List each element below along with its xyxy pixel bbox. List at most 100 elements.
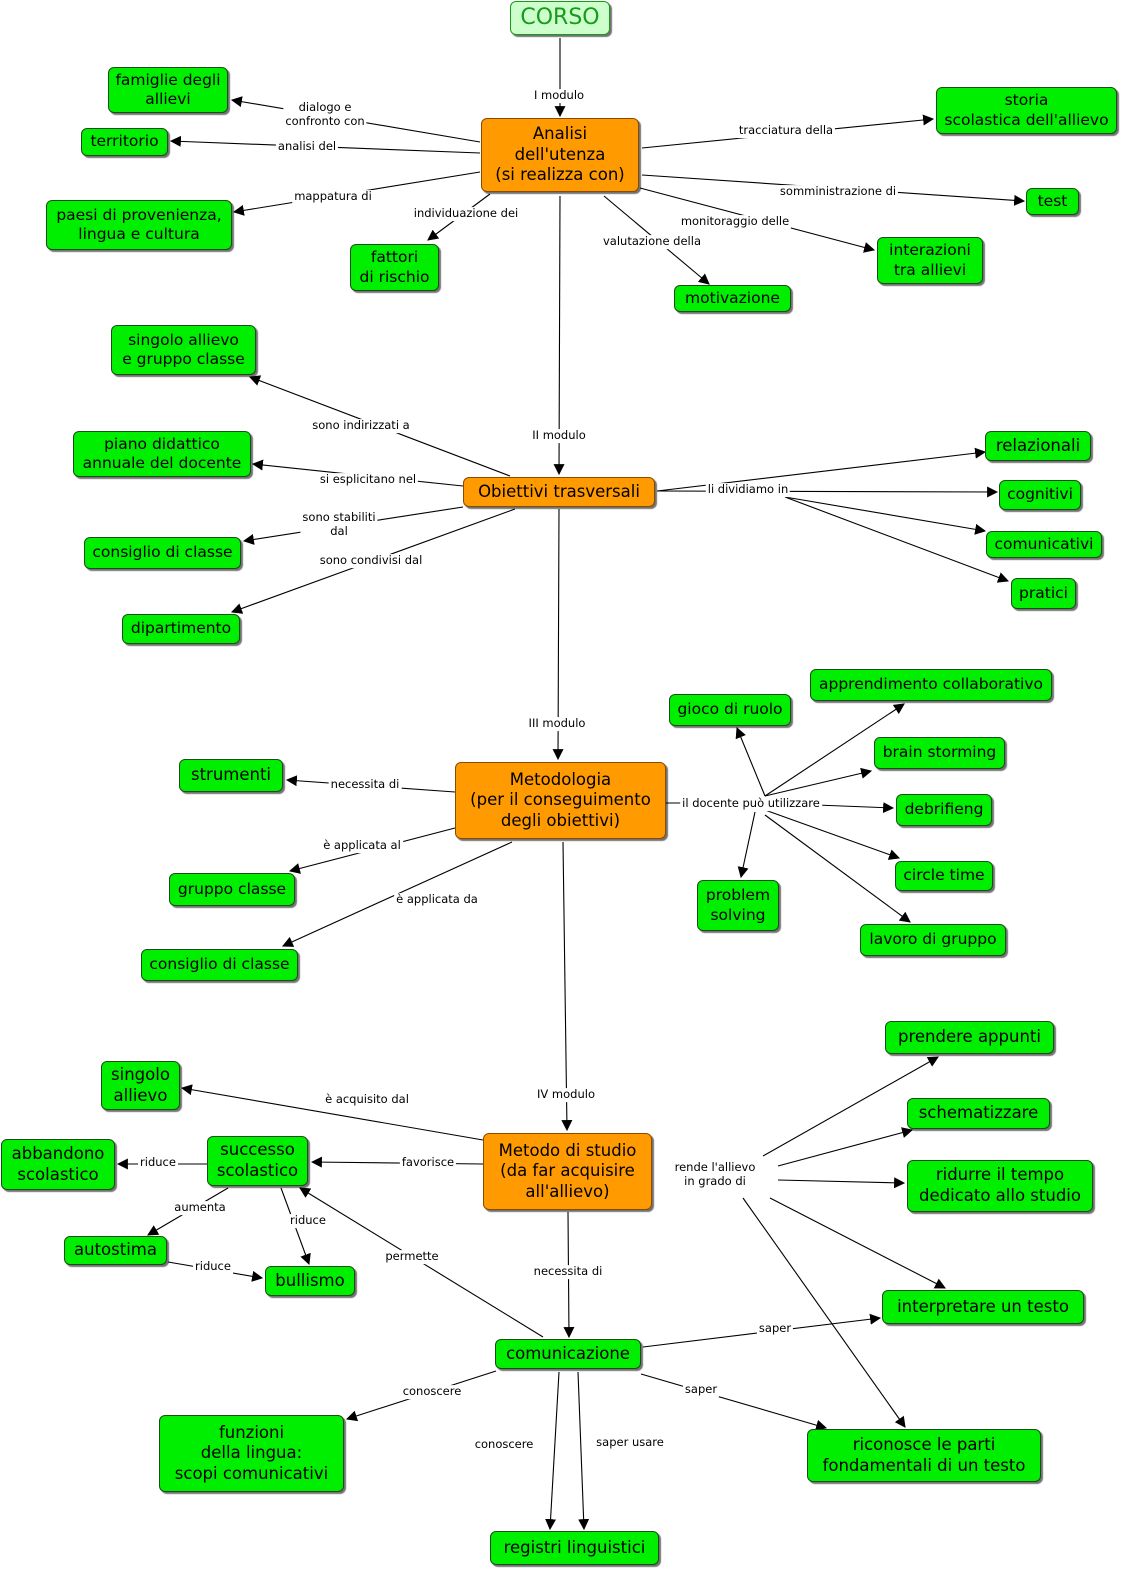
node-apprendimento[interactable]: apprendimento collaborativo — [810, 669, 1052, 701]
node-singolo-allievo[interactable]: singolo allievo — [101, 1061, 180, 1110]
edge-docente-gioco — [735, 726, 766, 797]
node-corso[interactable]: CORSO — [510, 1, 610, 35]
node-singolo-gruppo[interactable]: singolo allievo e gruppo classe — [111, 325, 256, 375]
edge-metodo-ridurre — [777, 1177, 906, 1189]
edge-dividiamo-comunicativi — [784, 496, 987, 535]
node-comunicativi[interactable]: comunicativi — [986, 531, 1102, 558]
link-label-monitoraggio: monitoraggio delle — [678, 214, 792, 229]
edge-metodo-interpretare — [769, 1197, 946, 1289]
link-label-permette: permette — [383, 1249, 441, 1264]
node-funzioni-lingua[interactable]: funzioni della lingua: scopi comunicativ… — [159, 1415, 344, 1492]
node-successo-scolastico[interactable]: successo scolastico — [207, 1136, 308, 1186]
node-strumenti[interactable]: strumenti — [179, 759, 283, 792]
link-label-dialogo: dialogo e confronto con — [283, 100, 367, 129]
edge-metodologia-metodo — [561, 841, 573, 1132]
node-gruppo-classe[interactable]: gruppo classe — [169, 873, 295, 906]
node-bullismo[interactable]: bullismo — [265, 1266, 355, 1296]
node-comunicazione[interactable]: comunicazione — [495, 1339, 641, 1369]
link-label-riduce-autostima: riduce — [193, 1259, 233, 1274]
edge-metodo-singolo — [180, 1084, 484, 1141]
link-label-valutazione: valutazione della — [601, 234, 703, 249]
node-autostima[interactable]: autostima — [64, 1236, 167, 1265]
node-cognitivi[interactable]: cognitivi — [999, 480, 1081, 510]
node-storia[interactable]: storia scolastica dell'allievo — [936, 87, 1117, 134]
node-obiettivi-trasversali[interactable]: Obiettivi trasversali — [463, 477, 655, 507]
node-gioco-ruolo[interactable]: gioco di ruolo — [669, 694, 791, 726]
node-abbandono-scolastico[interactable]: abbandono scolastico — [1, 1139, 115, 1190]
node-pratici[interactable]: pratici — [1011, 578, 1076, 609]
link-label-dividiamo: li dividiamo in — [705, 482, 791, 497]
node-relazionali[interactable]: relazionali — [985, 431, 1091, 461]
node-piano-didattico[interactable]: piano didattico annuale del docente — [73, 431, 251, 477]
link-label-stabiliti: sono stabiliti dal — [300, 510, 378, 539]
link-label-docente: il docente può utilizzare — [680, 796, 822, 811]
link-label-necessita-2: necessita di — [531, 1264, 605, 1279]
link-label-analisi-del: analisi del — [275, 139, 339, 154]
node-dipartimento[interactable]: dipartimento — [122, 614, 240, 644]
edge-comunicazione-registri-2 — [577, 1371, 590, 1531]
link-label-saper-usare: saper usare — [594, 1435, 666, 1450]
node-ridurre-tempo[interactable]: ridurre il tempo dedicato allo studio — [907, 1160, 1093, 1212]
link-label-iv-modulo: IV modulo — [535, 1087, 597, 1102]
link-label-saper-riconosce: saper — [682, 1382, 720, 1397]
edge-metodo-riconosce — [742, 1197, 906, 1428]
node-motivazione[interactable]: motivazione — [674, 285, 791, 312]
node-brain-storming[interactable]: brain storming — [874, 737, 1005, 769]
edge-comunicazione-registri-1 — [545, 1371, 560, 1531]
link-label-conoscere-registri: conoscere — [472, 1437, 536, 1452]
edge-metodo-schematizzare — [777, 1127, 914, 1167]
link-label-applicata-da: è applicata da — [394, 892, 480, 907]
link-label-i-modulo: I modulo — [531, 88, 587, 103]
edge-docente-problem — [737, 811, 756, 879]
link-label-riduce-bullismo: riduce — [288, 1213, 328, 1228]
edge-dividiamo-pratici — [784, 496, 1010, 583]
link-label-acquisito: è acquisito dal — [323, 1092, 411, 1107]
node-schematizzare[interactable]: schematizzare — [907, 1098, 1050, 1129]
link-label-somministrazione: somministrazione di — [777, 184, 899, 199]
node-riconosce-parti[interactable]: riconosce le parti fondamentali di un te… — [807, 1429, 1041, 1482]
link-label-conoscere-funzioni: conoscere — [400, 1384, 464, 1399]
edge-metodo-successo — [310, 1156, 484, 1168]
edge-docente-apprendimento — [764, 703, 905, 797]
edge-docente-lavoro — [764, 814, 911, 923]
node-problem-solving[interactable]: problem solving — [697, 880, 779, 931]
node-debriefing[interactable]: debrifieng — [896, 794, 992, 826]
link-label-riduce-abbandono: riduce — [138, 1155, 178, 1170]
node-interazioni[interactable]: interazioni tra allievi — [877, 237, 983, 284]
node-territorio[interactable]: territorio — [81, 128, 168, 156]
node-metodo-studio[interactable]: Metodo di studio (da far acquisire all'a… — [483, 1133, 652, 1210]
link-label-iii-modulo: III modulo — [526, 716, 588, 731]
node-fattori-rischio[interactable]: fattori di rischio — [350, 244, 439, 291]
node-paesi[interactable]: paesi di provenienza, lingua e cultura — [46, 200, 232, 250]
link-label-condivisi: sono condivisi dal — [317, 553, 425, 568]
link-label-mappatura: mappatura di — [292, 189, 374, 204]
link-label-esplicitano: si esplicitano nel — [317, 472, 419, 487]
node-metodologia[interactable]: Metodologia (per il conseguimento degli … — [455, 762, 666, 839]
edge-metodo-prendere — [762, 1056, 939, 1157]
edge-docente-circle — [764, 809, 901, 860]
node-circle-time[interactable]: circle time — [895, 861, 993, 891]
node-consiglio-classe-1[interactable]: consiglio di classe — [84, 537, 241, 569]
node-consiglio-classe-2[interactable]: consiglio di classe — [141, 949, 298, 981]
link-label-aumenta: aumenta — [172, 1200, 228, 1215]
edge-docente-brain — [764, 767, 873, 797]
node-interpretare-testo[interactable]: interpretare un testo — [882, 1290, 1084, 1324]
node-registri-linguistici[interactable]: registri linguistici — [490, 1531, 659, 1565]
link-label-individuazione: individuazione dei — [411, 206, 521, 221]
edge-analisi-obiettivi — [553, 195, 565, 476]
node-analisi-utenza[interactable]: Analisi dell'utenza (si realizza con) — [481, 118, 639, 192]
node-prendere-appunti[interactable]: prendere appunti — [885, 1021, 1054, 1054]
link-label-ii-modulo: II modulo — [530, 428, 588, 443]
link-label-indirizzati: sono indirizzati a — [310, 418, 412, 433]
link-label-favorisce: favorisce — [399, 1155, 457, 1170]
link-label-tracciatura: tracciatura della — [736, 123, 836, 138]
link-label-saper-interpretare: saper — [756, 1321, 794, 1336]
node-famiglie[interactable]: famiglie degli allievi — [108, 67, 228, 113]
node-test[interactable]: test — [1026, 188, 1079, 215]
edge-comunicazione-riconosce — [640, 1373, 828, 1431]
node-lavoro-gruppo[interactable]: lavoro di gruppo — [860, 924, 1006, 956]
link-label-rende: rende l'allievo in grado di — [672, 1160, 758, 1189]
link-label-applicata-al: è applicata al — [321, 838, 403, 853]
link-label-necessita-1: necessita di — [328, 777, 402, 792]
